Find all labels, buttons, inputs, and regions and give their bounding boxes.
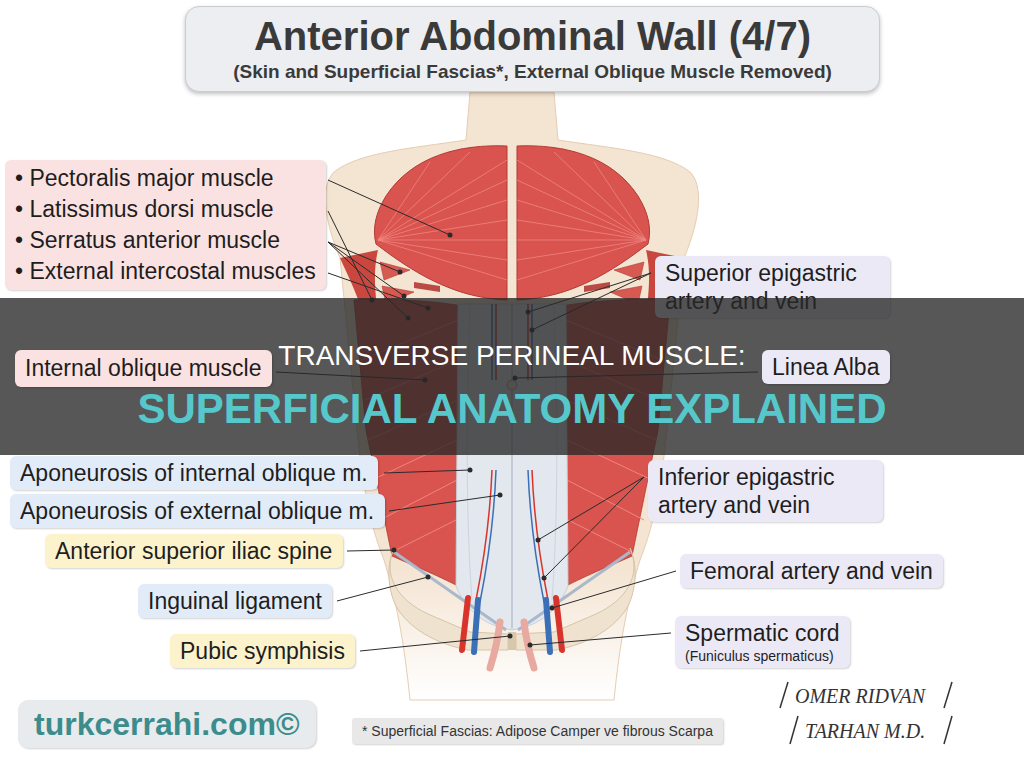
leader-line: [384, 470, 470, 473]
pelvic-bone: [389, 548, 508, 650]
label-text: Linea Alba: [772, 353, 880, 381]
label-subtext: (Skin and Superficial Fascias*, External…: [200, 59, 865, 85]
signature-slash: [780, 682, 788, 708]
label-subtext: • Serratus anterior muscle: [15, 225, 316, 256]
leader-line: [328, 180, 450, 235]
leader-dot: [536, 538, 541, 543]
pectoralis-major: [374, 146, 507, 300]
label-subtext: • Latissimus dorsi muscle: [15, 194, 316, 225]
label-text: Aponeurosis of internal oblique m.: [20, 459, 368, 487]
label-text: Internal oblique muscle: [25, 353, 262, 384]
leader-dot: [426, 575, 431, 580]
leader-dot: [392, 548, 397, 553]
leader-dot: [398, 270, 403, 275]
label-subtext: • External intercostal muscles: [15, 256, 316, 287]
label-text: Aponeurosis of external oblique m.: [20, 497, 375, 525]
label-text: Spermatic cord: [685, 619, 840, 647]
leader-dot: [550, 606, 555, 611]
label-text: Anterior superior iliac spine: [55, 537, 333, 565]
signature-slashes: [780, 682, 952, 744]
structure-label-box: Linea Alba: [762, 350, 890, 384]
inguinal-ligament: [394, 552, 506, 630]
vessel-label-box: Femoral artery and vein: [680, 554, 943, 588]
leader-line: [552, 571, 676, 608]
label-subtext: (Funiculus spermaticus): [685, 647, 840, 665]
label-subtext: SUPERFICIAL ANATOMY EXPLAINED: [0, 384, 1024, 434]
signature-text: TARHAN M.D.: [805, 719, 925, 743]
leader-line: [337, 577, 428, 601]
label-text: • Pectoralis major muscle: [15, 163, 316, 194]
label-text: turkcerrahi.com©: [34, 704, 300, 744]
pubic-symphysis: [508, 632, 516, 650]
leader-dot: [468, 468, 473, 473]
leader-dot: [528, 643, 533, 648]
label-text: Inferior epigastric artery and vein: [658, 463, 873, 519]
femoral-vein: [474, 600, 478, 652]
label-text: Anterior Abdominal Wall (4/7): [200, 13, 865, 59]
leader-dot: [508, 634, 513, 639]
footnote-box: * Superficial Fascias: Adipose Camper ve…: [352, 718, 723, 744]
watermark-box: turkcerrahi.com©: [18, 700, 316, 748]
vessel-label-box: Inferior epigastric artery and vein: [648, 460, 883, 522]
leader-line: [538, 477, 644, 578]
title-box: Anterior Abdominal Wall (4/7)(Skin and S…: [185, 6, 880, 92]
leader-line: [328, 211, 372, 300]
leader-line: [530, 633, 671, 645]
label-text: Pubic symphisis: [180, 637, 345, 665]
inferior-epigastric-vein: [480, 470, 496, 602]
leader-line: [360, 636, 510, 651]
signature-slash: [944, 682, 952, 708]
leader-line: [389, 495, 500, 511]
label-text: Inguinal ligament: [148, 587, 322, 615]
signature-slash: [790, 716, 798, 744]
muscle-label-box: • Pectoralis major muscle• Latissimus do…: [5, 160, 326, 290]
leader-line: [347, 550, 394, 551]
bone-label-box: Anterior superior iliac spine: [45, 534, 343, 568]
structure-label-box: Aponeurosis of external oblique m.: [10, 494, 385, 528]
leader-dot: [542, 576, 547, 581]
bone-label-box: Pubic symphisis: [170, 634, 355, 668]
label-text: Femoral artery and vein: [690, 557, 933, 585]
spermatic-cord: [490, 622, 500, 668]
structure-label-box: Aponeurosis of internal oblique m.: [10, 456, 378, 490]
signature-text: OMER RIDVAN: [795, 684, 925, 708]
signature-slash: [944, 716, 952, 744]
leader-dot: [498, 493, 503, 498]
muscle-label-box: Internal oblique muscle: [15, 350, 272, 387]
structure-label-box: Spermatic cord(Funiculus spermaticus): [675, 616, 850, 668]
pectoralis-fibers: [378, 152, 507, 280]
structure-label-box: Inguinal ligament: [138, 584, 332, 618]
label-text: * Superficial Fascias: Adipose Camper ve…: [362, 722, 713, 740]
femoral-artery: [462, 598, 468, 650]
leader-dot: [448, 233, 453, 238]
